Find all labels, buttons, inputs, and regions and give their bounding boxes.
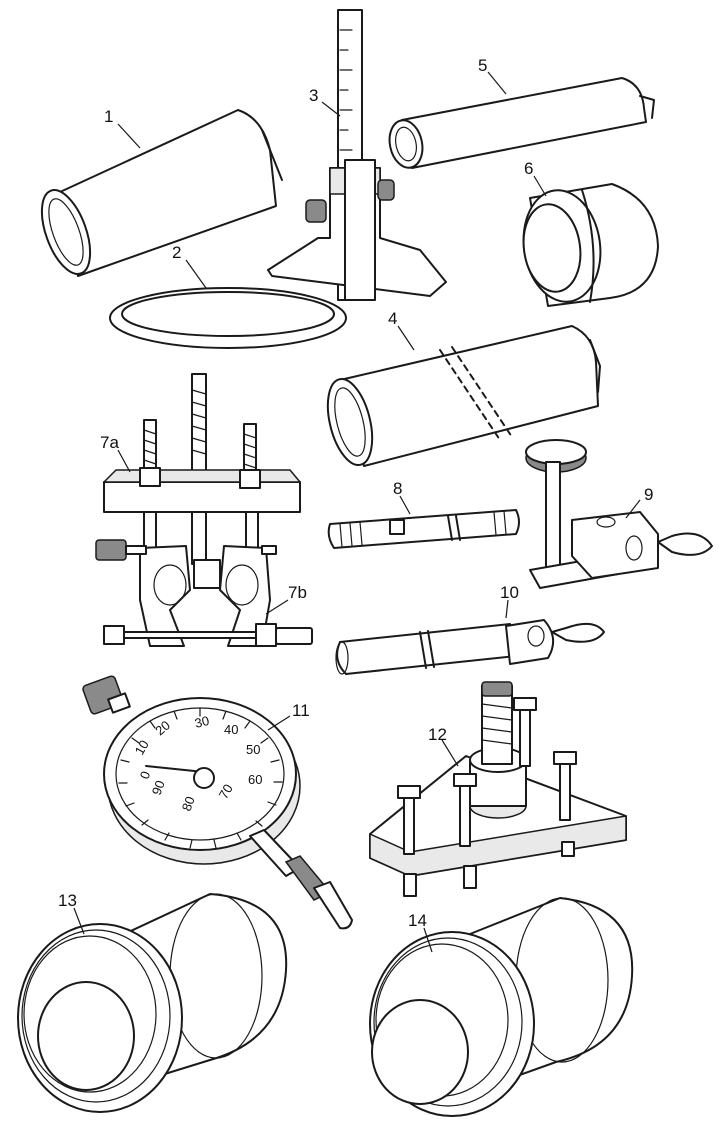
tool-10-probe [335,619,605,675]
dial-number-30: 30 [193,713,211,731]
dial-number-0: 0 [137,769,154,781]
label-4: 4 [388,309,397,328]
dial-number-50: 50 [246,742,260,757]
tool-11-dial-gauge: 30 40 50 60 70 80 90 0 10 20 [82,675,353,930]
tool-1-sleeve [40,109,283,277]
label-5: 5 [478,56,487,75]
tool-9-stand [525,439,713,589]
dial-number-40: 40 [224,722,238,737]
label-8: 8 [393,479,402,498]
tool-6-adapter [522,183,659,307]
dial-number-70: 70 [216,781,236,801]
tool-4-long-tube [326,325,601,467]
tool-12-fixture [369,681,627,897]
label-1: 1 [104,107,113,126]
label-13: 13 [58,891,77,910]
dial-number-80: 80 [179,794,198,813]
label-12: 12 [428,725,447,744]
dial-needle [145,765,205,773]
depth-gauge-scale [339,29,353,151]
tool-13-drift [17,893,288,1113]
dial-ticks [118,707,283,849]
label-10: 10 [500,583,519,602]
label-14: 14 [408,911,427,930]
tool-14-drift [369,897,634,1117]
tool-3-depth-gauge [267,9,447,301]
tool-7-puller [95,373,313,647]
dial-number-60: 60 [248,772,262,787]
label-9: 9 [644,485,653,504]
dial-number-10: 10 [132,737,152,757]
label-7b: 7b [288,583,307,602]
label-11: 11 [292,701,310,720]
label-6: 6 [524,159,533,178]
label-7a: 7a [100,433,119,452]
tool-2-ring [109,287,347,349]
tool-8-shaft [327,509,520,549]
tool-5-tube [388,77,655,169]
label-2: 2 [172,243,181,262]
dial-number-90: 90 [149,778,168,797]
label-3: 3 [309,86,318,105]
